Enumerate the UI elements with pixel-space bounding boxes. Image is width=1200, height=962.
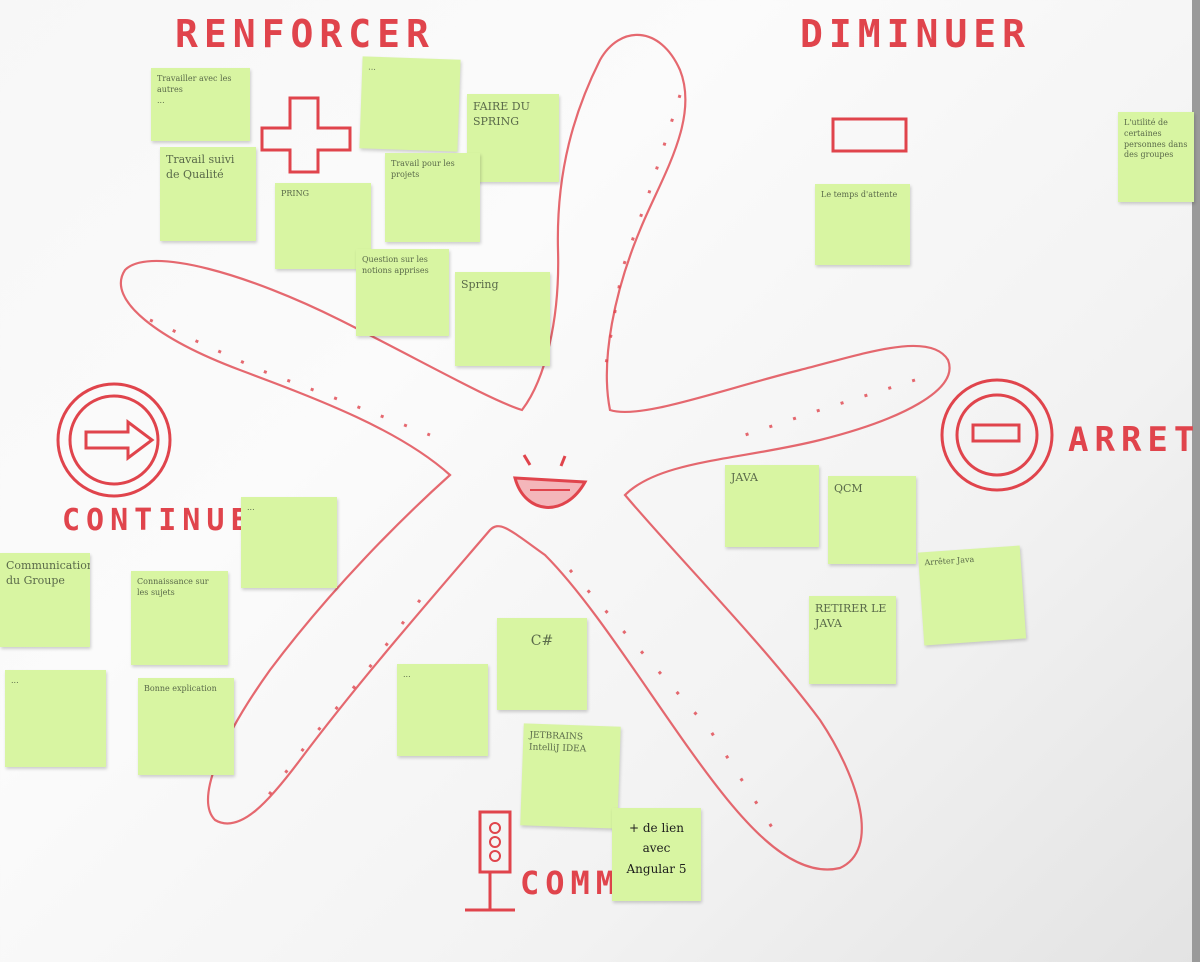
sticky-note: FAIRE DU SPRING <box>467 94 559 182</box>
sticky-note: Arrêter Java <box>917 545 1027 646</box>
note-text: QCM <box>834 482 863 495</box>
note-text: ... <box>247 503 255 512</box>
arm-dots-right <box>729 378 916 442</box>
note-text: + de lien avec Angular 5 <box>626 821 687 876</box>
traffic-light-icon <box>465 810 515 912</box>
smiley-face-icon <box>513 454 588 509</box>
arm-dots-top <box>603 94 682 371</box>
sticky-note: QCM <box>828 476 916 564</box>
note-text: Travailler avec les autres ... <box>157 74 232 105</box>
sticky-note: RETIRER LE JAVA <box>809 596 896 684</box>
sticky-note: Communication du Groupe <box>0 553 90 647</box>
note-text: ... <box>403 670 411 679</box>
sticky-note: ... <box>5 670 106 767</box>
note-text: RETIRER LE JAVA <box>815 602 887 630</box>
note-text: ... <box>11 676 19 685</box>
sticky-note: C# <box>497 618 587 710</box>
sticky-note: + de lien avec Angular 5 <box>612 808 701 901</box>
note-text: Connaissance sur les sujets <box>137 577 209 597</box>
note-text: C# <box>530 633 554 649</box>
starfish-outline <box>119 33 951 871</box>
sticky-note: Question sur les notions apprises <box>356 249 449 336</box>
plus-icon <box>260 96 352 174</box>
sticky-note: Spring <box>455 272 550 366</box>
note-text: ... <box>368 62 377 72</box>
sticky-note: ... <box>359 56 461 152</box>
note-text: PRING <box>281 189 309 198</box>
sticky-note: JETBRAINS IntelliJ IDEA <box>520 723 621 829</box>
arm-dots-left <box>149 318 431 437</box>
note-text: FAIRE DU SPRING <box>473 100 530 128</box>
note-text: Arrêter Java <box>924 554 975 568</box>
note-text: Travail suivi de Qualité <box>166 153 235 181</box>
heading-continuer: CONTINUER <box>62 503 279 538</box>
note-text: Bonne explication <box>144 684 217 693</box>
note-text: Communication du Groupe <box>6 559 90 587</box>
heading-commencer: COMM <box>520 864 622 902</box>
note-text: JAVA <box>731 471 758 484</box>
note-text: Le temps d'attente <box>821 190 898 199</box>
note-text: L'utilité de certaines personnes dans de… <box>1124 118 1188 160</box>
note-text: Spring <box>461 278 499 291</box>
heading-diminuer: DIMINUER <box>800 12 1032 56</box>
stop-sign-icon <box>940 378 1054 492</box>
sticky-note: Connaissance sur les sujets <box>131 571 228 665</box>
heading-renforcer: RENFORCER <box>175 12 435 56</box>
sticky-note: L'utilité de certaines personnes dans de… <box>1118 112 1194 202</box>
heading-arreter: ARRETER <box>1068 420 1200 460</box>
sticky-note: ... <box>397 664 488 756</box>
board-frame-edge <box>1192 0 1200 962</box>
continue-arrow-icon <box>56 382 172 498</box>
note-text: JETBRAINS IntelliJ IDEA <box>528 730 587 755</box>
sticky-note: JAVA <box>725 465 819 547</box>
sticky-note: Bonne explication <box>138 678 234 775</box>
note-text: Question sur les notions apprises <box>362 255 429 275</box>
sticky-note: Travailler avec les autres ... <box>151 68 250 141</box>
sticky-note: Travail suivi de Qualité <box>160 147 256 241</box>
sticky-note: PRING <box>275 183 371 269</box>
sticky-note: Le temps d'attente <box>815 184 910 265</box>
sticky-note: ... <box>241 497 337 588</box>
note-text: Travail pour les projets <box>391 159 455 179</box>
sticky-note: Travail pour les projets <box>385 153 480 242</box>
minus-icon <box>831 117 908 153</box>
